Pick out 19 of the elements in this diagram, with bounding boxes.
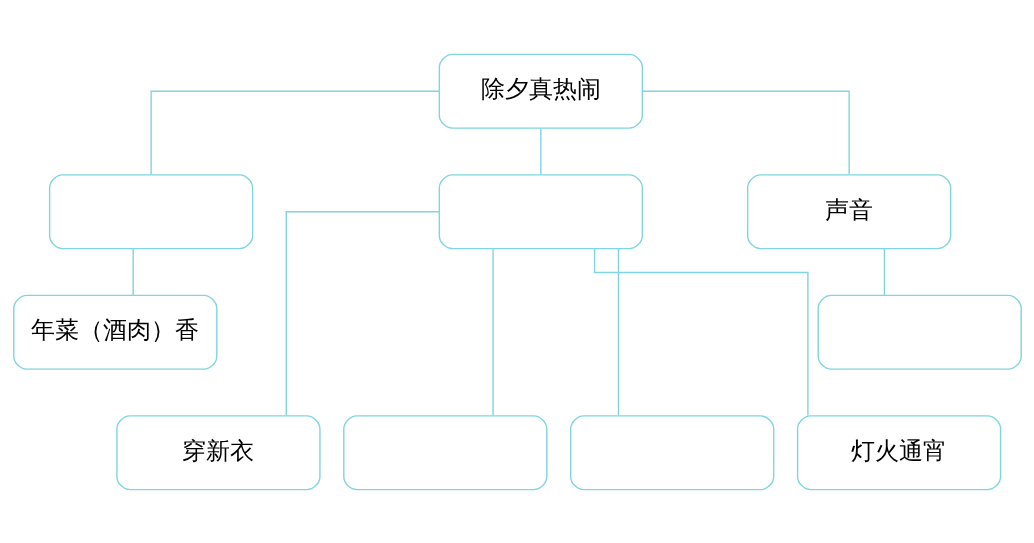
connector — [491, 247, 494, 416]
node-box: 除夕真热闹 — [438, 53, 643, 129]
node-box — [817, 294, 1022, 370]
connector — [285, 210, 440, 416]
node-box: 穿新衣 — [115, 414, 321, 490]
node-box — [342, 414, 547, 490]
node-box — [569, 414, 774, 490]
connector — [641, 90, 850, 175]
node-box: 灯火通宵 — [796, 414, 1001, 490]
connector — [132, 247, 134, 296]
connector — [593, 247, 809, 416]
node-box: 声音 — [746, 173, 951, 249]
node-box: 年菜（酒肉）香 — [12, 294, 217, 370]
connector — [883, 247, 885, 296]
connector — [617, 247, 619, 416]
node-box — [48, 173, 253, 249]
connector — [149, 90, 440, 175]
connector — [539, 127, 542, 175]
node-box — [438, 173, 643, 249]
